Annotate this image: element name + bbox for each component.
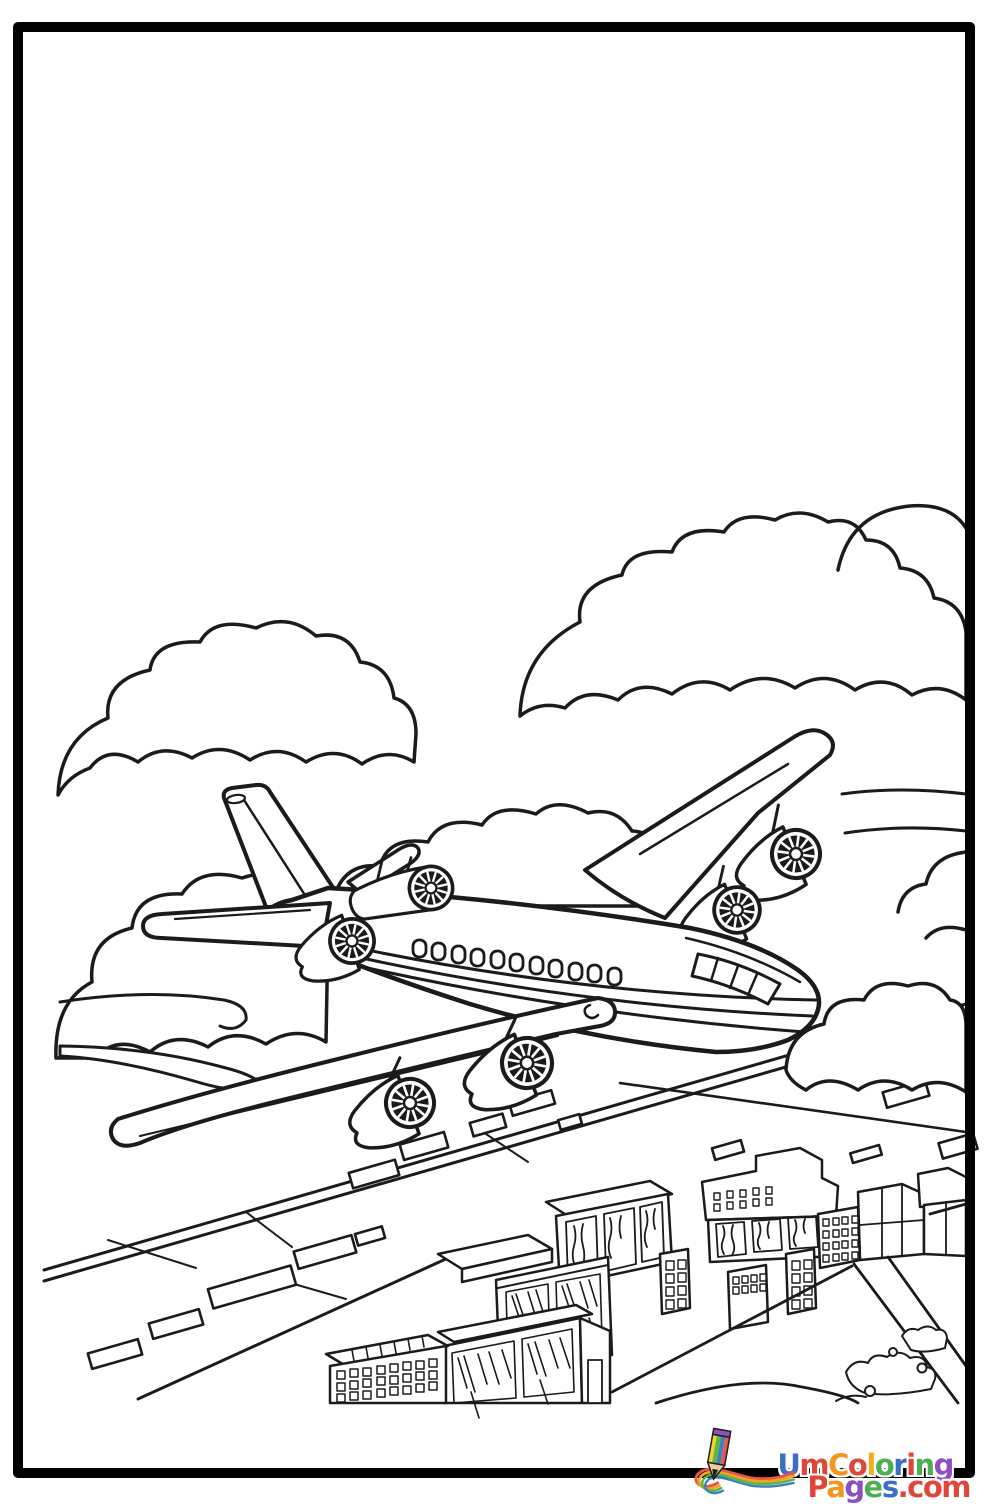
window-dots xyxy=(713,1186,773,1212)
building-showroom xyxy=(436,1303,612,1419)
cloud-arc xyxy=(924,925,968,940)
cloud-arc xyxy=(836,503,968,572)
building-tower xyxy=(658,1247,692,1316)
engine xyxy=(448,1014,562,1120)
pencil xyxy=(706,1427,732,1481)
cloud xyxy=(56,619,418,797)
engine xyxy=(664,864,771,963)
tail-fin xyxy=(221,782,342,914)
glass-panels xyxy=(451,1328,575,1419)
page-frame xyxy=(13,22,975,1478)
runway xyxy=(42,1002,979,1401)
cloud-line xyxy=(840,788,968,796)
building-small-grid xyxy=(726,1263,770,1331)
logo-line2: Pages.com xyxy=(807,1470,971,1504)
airport-buildings xyxy=(324,1146,970,1419)
taxiway-line xyxy=(618,1081,968,1134)
right-stabilizer xyxy=(346,843,421,896)
building-penthouse xyxy=(700,1146,840,1264)
rainbow-pencil-icon xyxy=(694,1427,796,1495)
engine xyxy=(334,1056,444,1157)
building-lowrise xyxy=(324,1333,450,1405)
cloud-line xyxy=(843,826,968,835)
engine xyxy=(343,856,457,927)
cockpit-windows xyxy=(684,936,802,1006)
runway-centerline-dashes xyxy=(86,1078,979,1371)
sky-clouds xyxy=(54,503,968,1094)
right-wing xyxy=(583,728,835,920)
airplane xyxy=(108,728,835,1157)
site-logo: UmColoring Pages.com xyxy=(685,1424,971,1504)
engine xyxy=(717,803,831,910)
rocks-and-shrubs xyxy=(835,1325,948,1402)
window-grid xyxy=(336,1358,438,1403)
logo-line1: UmColoring xyxy=(777,1448,954,1482)
building-tower xyxy=(784,1247,818,1316)
cloud xyxy=(518,511,968,718)
pencil-swirl xyxy=(694,1467,796,1495)
cloud-swoosh xyxy=(58,992,248,1030)
window-grid xyxy=(822,1215,859,1263)
logo-text: UmColoring Pages.com xyxy=(777,1448,971,1504)
building-right-cluster xyxy=(816,1166,970,1270)
runway-near-edge xyxy=(136,1256,450,1401)
cloud-arc xyxy=(896,850,968,914)
cloud xyxy=(784,981,968,1094)
passenger-windows xyxy=(411,938,623,987)
left-stabilizer xyxy=(141,901,332,949)
